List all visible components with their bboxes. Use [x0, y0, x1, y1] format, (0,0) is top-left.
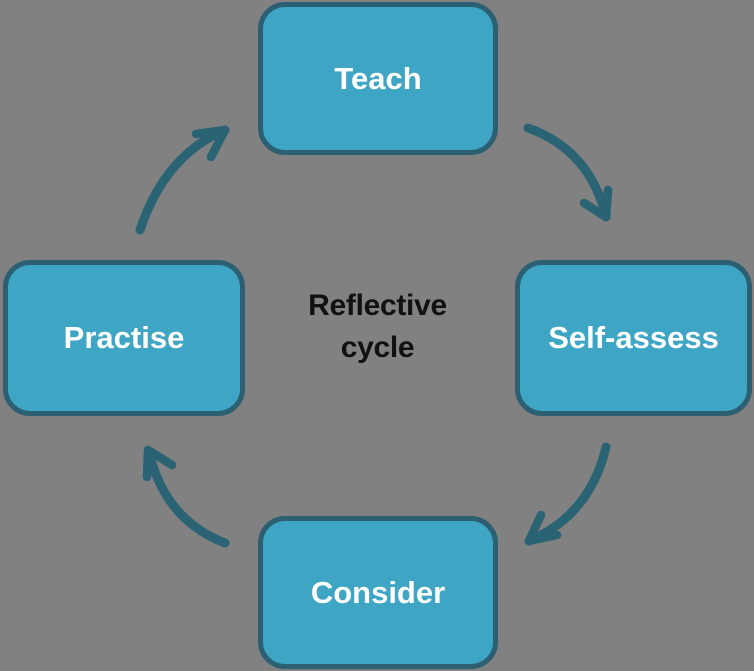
arrow-consider-to-practise: [142, 445, 230, 548]
node-consider: Consider: [258, 516, 498, 669]
arrow-practise-to-teach: [135, 125, 230, 235]
node-teach-label: Teach: [334, 60, 422, 96]
node-self-assess: Self-assess: [515, 260, 752, 416]
arrow-teach-to-self-assess: [523, 123, 613, 222]
arrow-self-assess-to-consider: [524, 442, 611, 546]
diagram-title-line1: Reflective: [308, 289, 447, 322]
node-practise-label: Practise: [63, 320, 185, 355]
node-teach: Teach: [258, 2, 498, 155]
node-self-assess-label: Self-assess: [548, 320, 719, 355]
node-consider-label: Consider: [310, 574, 446, 610]
diagram-title: Reflective cycle: [255, 285, 500, 369]
node-practise: Practise: [3, 260, 245, 416]
diagram-title-line2: cycle: [340, 331, 415, 364]
